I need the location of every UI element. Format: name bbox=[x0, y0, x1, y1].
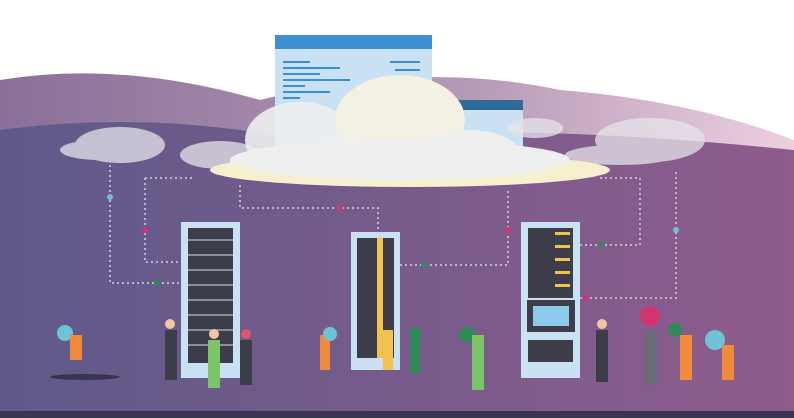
person-icon bbox=[165, 319, 175, 329]
connector-nodes bbox=[107, 194, 679, 301]
person-icon bbox=[668, 323, 682, 337]
people bbox=[50, 306, 734, 390]
cloud-icon bbox=[60, 118, 705, 169]
person-icon bbox=[209, 329, 219, 339]
person-icon bbox=[57, 325, 73, 341]
ground-edge bbox=[0, 411, 794, 418]
person-icon bbox=[323, 327, 337, 341]
person-icon bbox=[705, 330, 725, 350]
person-icon bbox=[640, 306, 660, 326]
person-icon bbox=[241, 329, 251, 339]
person-icon bbox=[459, 327, 475, 343]
cloud-icon bbox=[210, 75, 610, 187]
server-rack-icon bbox=[521, 222, 580, 378]
person-icon bbox=[597, 319, 607, 329]
